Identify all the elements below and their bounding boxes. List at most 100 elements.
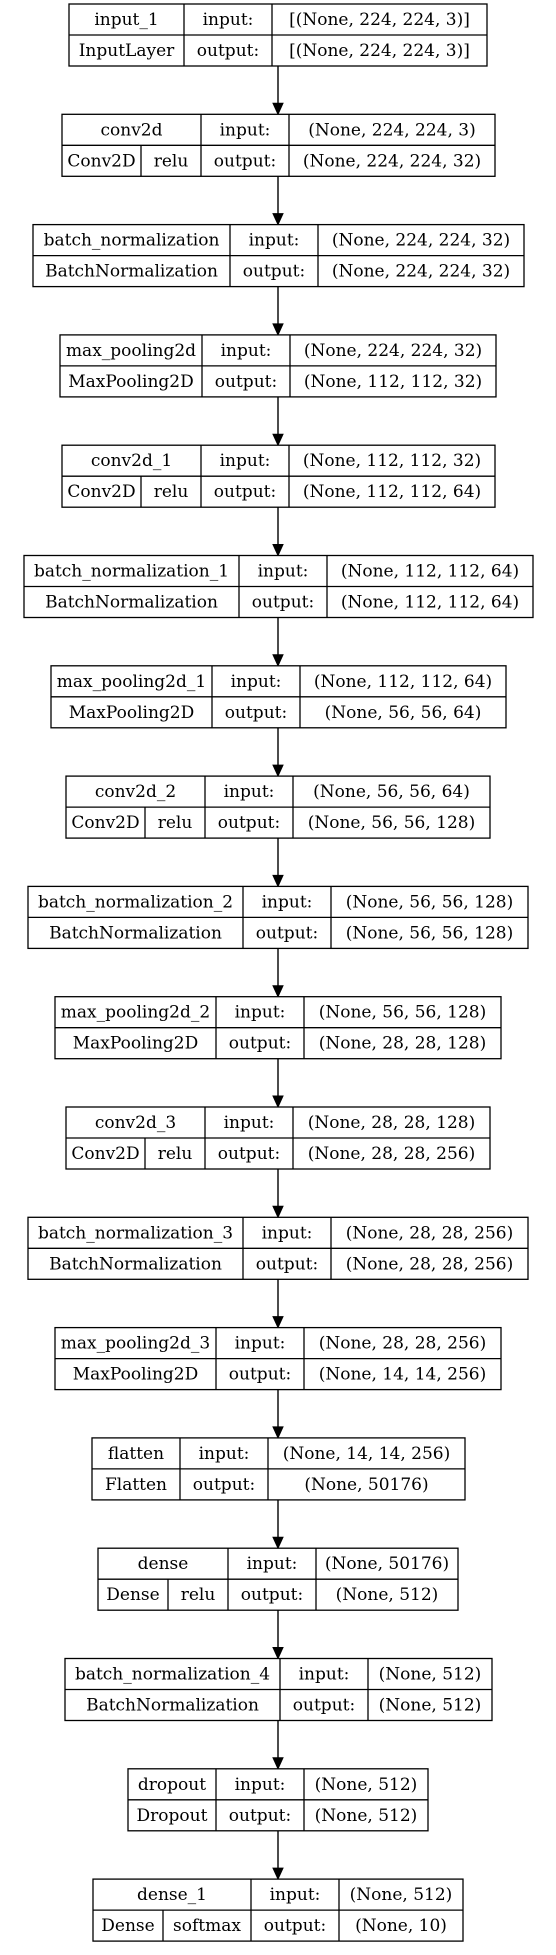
layer-type: BatchNormalization (45, 593, 218, 613)
layer-name: batch_normalization_3 (38, 1223, 233, 1243)
output-shape: (None, 112, 112, 32) (304, 372, 482, 392)
input-shape: (None, 112, 112, 64) (341, 562, 519, 582)
layer-name: conv2d_1 (91, 451, 172, 471)
arrowhead-icon (272, 1647, 284, 1660)
output-shape: (None, 28, 28, 256) (346, 1254, 514, 1274)
layer-type: Dense (106, 1585, 159, 1605)
layer-name: max_pooling2d_1 (57, 672, 206, 692)
output-shape: (None, 28, 28, 256) (308, 1144, 476, 1164)
layer-type: BatchNormalization (49, 1254, 222, 1274)
input-label: input: (235, 1003, 286, 1023)
input-shape: (None, 28, 28, 256) (346, 1223, 514, 1243)
output-label: output: (214, 151, 276, 171)
output-label: output: (293, 1696, 355, 1716)
input-shape: (None, 512) (379, 1665, 482, 1685)
arrowhead-icon (272, 213, 284, 226)
layer-activation: relu (181, 1585, 216, 1605)
arrowhead-icon (272, 323, 284, 337)
input-label: input: (224, 782, 275, 802)
output-shape: (None, 56, 56, 128) (308, 813, 476, 833)
layer-name: conv2d_3 (95, 1113, 176, 1133)
output-shape: (None, 56, 56, 128) (346, 923, 514, 943)
input-label: input: (231, 672, 282, 692)
input-shape: (None, 224, 224, 32) (304, 341, 482, 361)
layer-name: input_1 (94, 10, 158, 30)
input-shape: (None, 112, 112, 32) (303, 451, 481, 471)
output-label: output: (256, 1254, 318, 1274)
input-shape: (None, 56, 56, 64) (313, 782, 470, 802)
input-shape: (None, 28, 28, 128) (308, 1113, 476, 1133)
output-label: output: (241, 1585, 303, 1605)
arrowhead-icon (272, 874, 284, 888)
input-shape: (None, 56, 56, 128) (319, 1003, 487, 1023)
layer-type: MaxPooling2D (68, 372, 194, 392)
input-label: input: (220, 120, 271, 140)
layer-name: dropout (138, 1775, 206, 1795)
input-label: input: (203, 10, 254, 30)
layer-name: batch_normalization_1 (34, 562, 229, 582)
layer-activation: softmax (173, 1916, 241, 1936)
layer-node-max_pooling2d: max_pooling2dMaxPooling2Dinput:output:(N… (59, 334, 497, 398)
layer-node-batch_normalization: batch_normalizationBatchNormalizationinp… (32, 223, 525, 288)
output-shape: (None, 28, 28, 128) (319, 1034, 487, 1054)
layer-name: max_pooling2d_3 (61, 1334, 210, 1354)
input-shape: (None, 224, 224, 32) (332, 231, 510, 251)
layer-type: InputLayer (79, 41, 175, 61)
layer-type: MaxPooling2D (69, 703, 195, 723)
arrowhead-icon (272, 1095, 284, 1109)
input-label: input: (270, 1885, 321, 1905)
output-label: output: (218, 813, 280, 833)
input-shape: (None, 28, 28, 256) (319, 1334, 487, 1354)
arrowhead-icon (272, 654, 284, 668)
output-shape: (None, 224, 224, 32) (303, 151, 481, 171)
input-label: input: (220, 451, 271, 471)
input-label: input: (262, 892, 313, 912)
layer-type: MaxPooling2D (73, 1365, 199, 1385)
input-label: input: (299, 1665, 350, 1685)
input-label: input: (235, 1334, 286, 1354)
input-label: input: (262, 1223, 313, 1243)
layer-name: max_pooling2d (66, 341, 196, 361)
layer-name: max_pooling2d_2 (61, 1003, 210, 1023)
layer-name: batch_normalization (44, 231, 220, 251)
output-shape: (None, 14, 14, 256) (319, 1365, 487, 1385)
input-shape: (None, 512) (350, 1885, 453, 1905)
output-label: output: (252, 593, 314, 613)
arrowhead-icon (272, 1205, 284, 1219)
output-label: output: (229, 1365, 291, 1385)
arrowhead-icon (272, 544, 284, 557)
layer-node-batch_normalization_2: batch_normalization_2BatchNormalizationi… (27, 885, 529, 950)
arrowhead-icon (272, 1867, 284, 1881)
layer-type: Dense (101, 1916, 154, 1936)
output-label: output: (225, 703, 287, 723)
layer-type: Dropout (137, 1806, 208, 1826)
layer-type: Conv2D (67, 151, 135, 171)
output-shape: [(None, 224, 224, 3)] (289, 41, 470, 61)
output-label: output: (256, 923, 318, 943)
layer-activation: relu (154, 151, 189, 171)
output-label: output: (264, 1916, 326, 1936)
layer-node-max_pooling2d_2: max_pooling2d_2MaxPooling2Dinput:output:… (54, 996, 502, 1060)
layer-type: Conv2D (67, 482, 135, 502)
input-label: input: (258, 562, 309, 582)
layer-type: Conv2D (71, 1144, 139, 1164)
input-label: input: (235, 1775, 286, 1795)
layer-type: BatchNormalization (86, 1696, 259, 1716)
layer-type: BatchNormalization (45, 262, 218, 282)
input-shape: (None, 512) (315, 1775, 418, 1795)
output-label: output: (229, 1034, 291, 1054)
arrowhead-icon (272, 1426, 284, 1440)
layer-name: batch_normalization_2 (38, 892, 233, 912)
input-shape: (None, 56, 56, 128) (346, 892, 514, 912)
layer-name: conv2d (100, 120, 162, 140)
